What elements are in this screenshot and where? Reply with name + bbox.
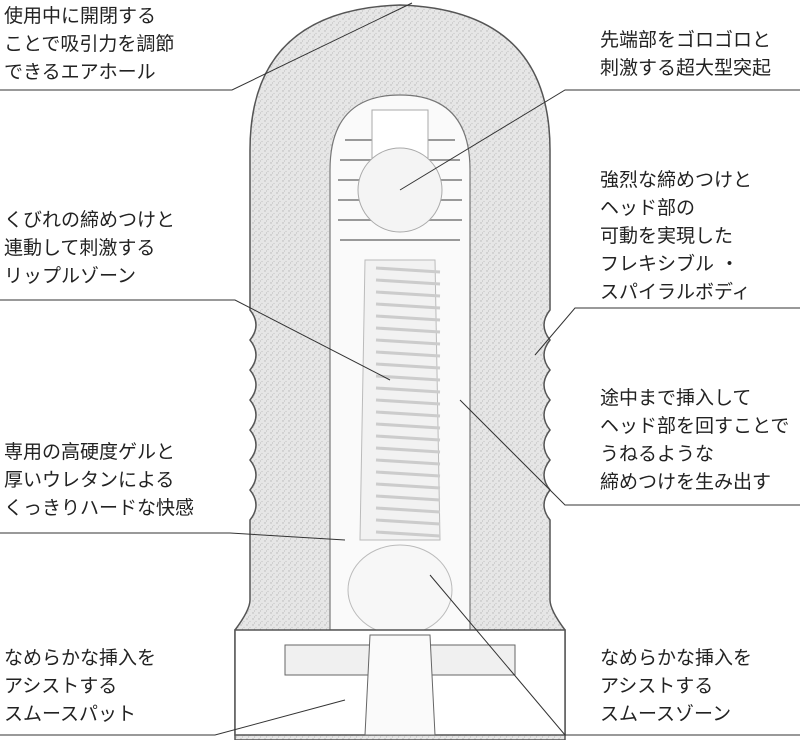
label-line: ヘッド部の [600,197,696,219]
spiral-ridge [375,374,441,382]
label-line: くっきりハードな快感 [4,497,195,519]
spiral-ridge [375,266,441,274]
spiral-ridge [375,458,441,466]
spiral-ridge [375,278,441,286]
spiral-ridge [375,350,441,358]
label-tip: 先端部をゴロゴロと 刺激する超大型突起 [600,26,771,82]
label-line: アシストする [4,675,118,697]
label-line: 刺激する超大型突起 [600,57,772,79]
label-line: なめらかな挿入を [600,647,753,669]
spiral-ridge [375,338,441,346]
spiral-ridges [375,266,441,538]
spiral-ridge [375,326,441,334]
label-line: リップルゾーン [4,265,137,287]
spiral-ridge [375,422,441,430]
label-twist: 途中まで挿入して ヘッド部を回すことで うねるような 締めつけを生み出す [600,384,789,496]
label-line: フレキシブル ・ [600,253,740,275]
label-line: くびれの締めつけと [4,209,176,231]
label-line: スムースゾーン [600,703,732,725]
spiral-ridge [375,434,441,442]
spiral-ridge [375,362,441,370]
label-line: 締めつけを生み出す [600,471,772,493]
label-ripple: くびれの締めつけと 連動して刺激する リップルゾーン [4,206,175,290]
label-line: 厚いウレタンによる [4,469,175,491]
label-line: 可動を実現した [600,225,734,247]
label-line: ことで吸引力を調節 [4,33,175,55]
label-line: 専用の高硬度ゲルと [4,441,176,463]
label-line: できるエアホール [4,61,156,83]
label-air-hole: 使用中に開閉する ことで吸引力を調節 できるエアホール [4,2,174,86]
spiral-ridge [375,494,441,502]
label-line: 連動して刺激する [4,237,156,259]
label-line: 使用中に開閉する [4,5,157,27]
label-line: アシストする [600,675,714,697]
label-line: スムースパット [4,703,137,725]
spiral-ridge [375,302,441,310]
label-smooth-pad: なめらかな挿入を アシストする スムースパット [4,644,156,728]
smooth-zone-bulb [347,544,453,636]
label-line: 先端部をゴロゴロと [600,29,772,51]
label-line: 途中まで挿入して [600,387,752,409]
label-smooth-zone: なめらかな挿入を アシストする スムースゾーン [600,644,752,728]
label-line: 強烈な締めつけと [600,169,753,191]
label-line: ヘッド部を回すことで [600,415,790,437]
spiral-ridge [375,530,441,538]
spiral-ridge [375,518,441,526]
spiral-ridge [375,398,441,406]
spiral-ridge [375,470,441,478]
spiral-ridge [375,506,441,514]
label-line: なめらかな挿入を [4,647,157,669]
spiral-ridge [375,386,441,394]
label-spiral: 強烈な締めつけと ヘッド部の 可動を実現した フレキシブル ・ スパイラルボディ [600,166,752,306]
spiral-ridge [375,446,441,454]
spiral-ridge [375,314,441,322]
label-gel: 専用の高硬度ゲルと 厚いウレタンによる くっきりハードな快感 [4,438,194,522]
spiral-ridge [375,410,441,418]
spiral-ridge [375,482,441,490]
label-line: スパイラルボディ [600,281,751,303]
spiral-ridge [375,290,441,298]
smooth-pad [364,634,436,736]
label-line: うねるような [600,443,715,465]
